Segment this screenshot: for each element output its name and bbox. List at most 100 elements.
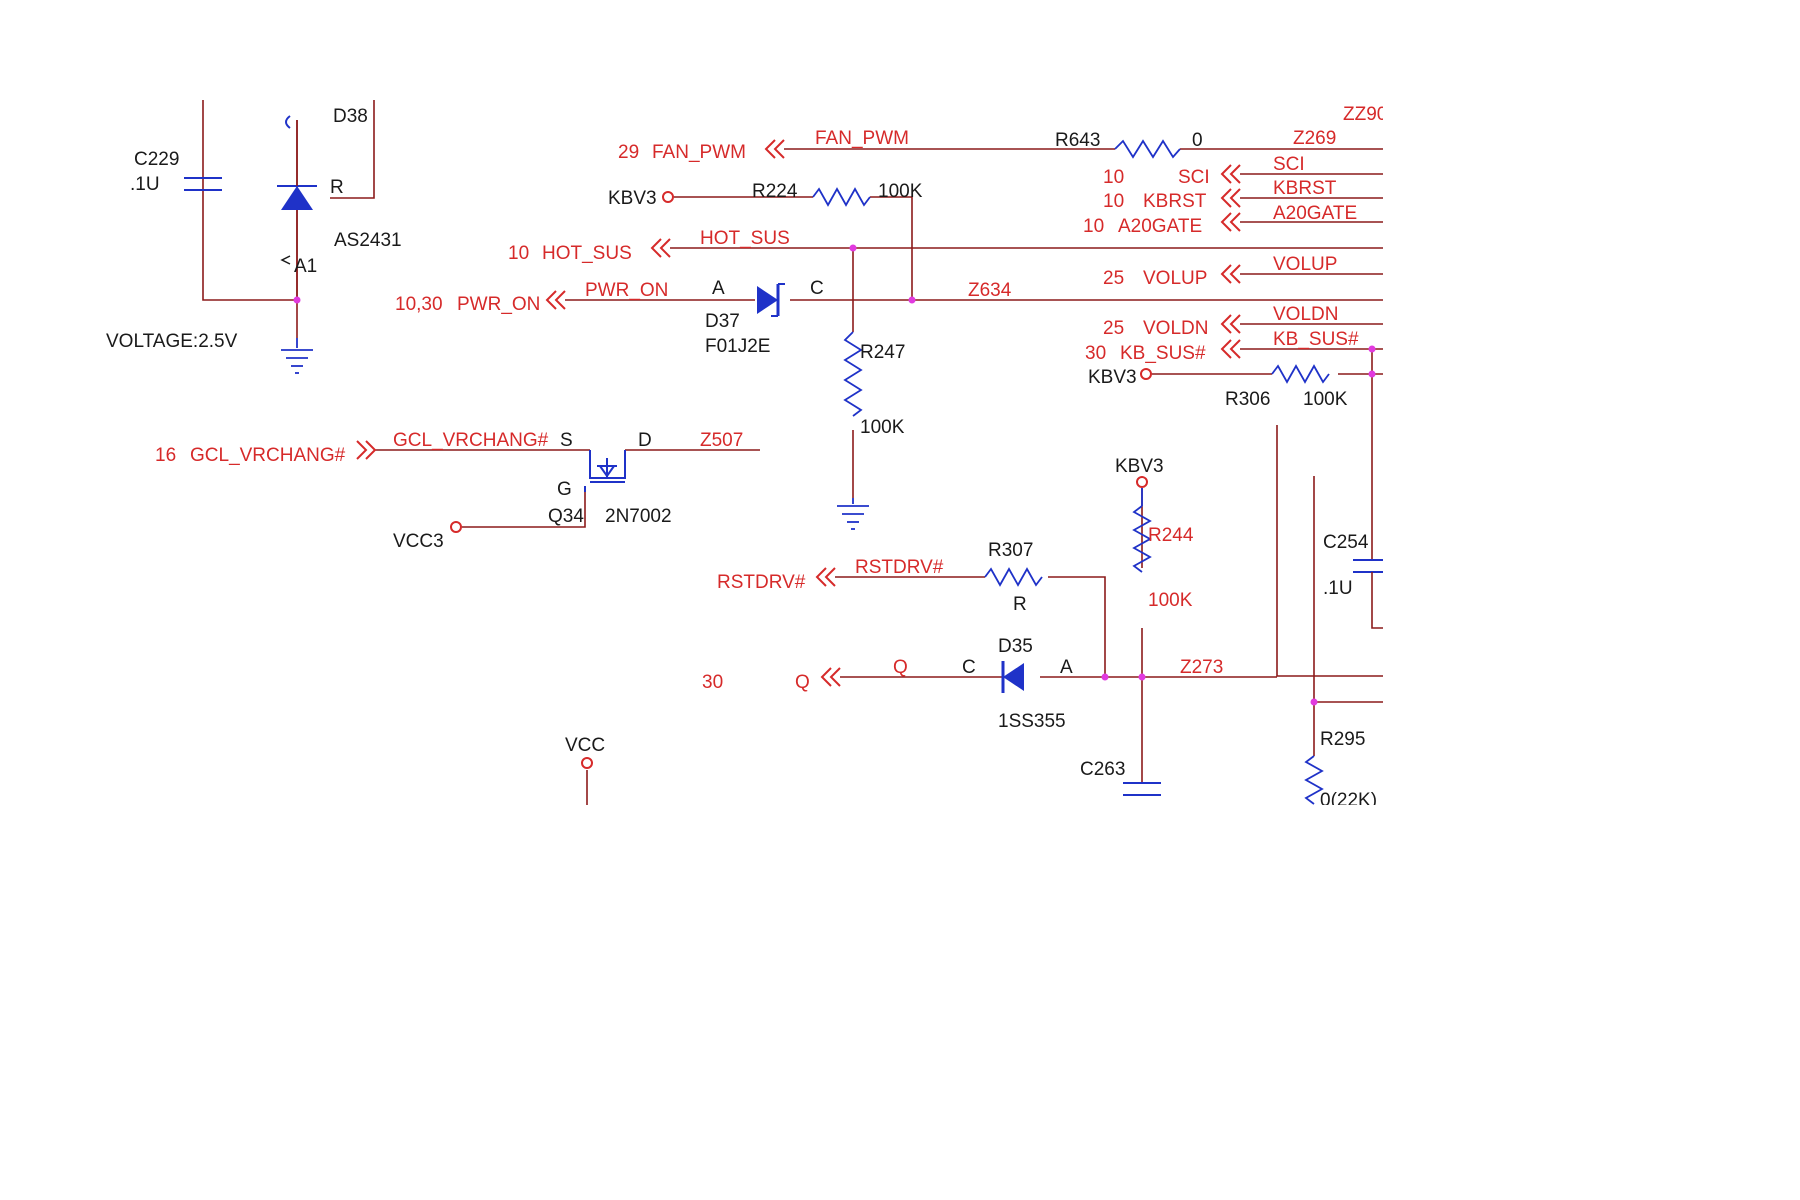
z507-label: Z507	[700, 430, 743, 451]
arrow-rstdrv	[815, 567, 836, 587]
r306-ref: R306	[1225, 389, 1270, 410]
kbv3-label-a: KBV3	[608, 188, 657, 209]
r247-ref: R247	[860, 342, 905, 363]
d35-part: 1SS355	[998, 711, 1066, 732]
r306-value: 100K	[1303, 389, 1348, 410]
r643-ref: R643	[1055, 130, 1100, 151]
power-ports	[450, 191, 1152, 769]
kbrst-wire-label: KBRST	[1273, 178, 1337, 199]
kbrst-sheet: 10	[1103, 191, 1124, 212]
c229-ref: C229	[134, 149, 179, 170]
r244-ref: R244	[1148, 525, 1194, 546]
c229-value: .1U	[130, 174, 160, 195]
gcl-port: GCL_VRCHANG#	[190, 445, 346, 466]
kbv3-port-a	[662, 191, 674, 203]
gcl-wire-label: GCL_VRCHANG#	[393, 430, 549, 451]
fan-pwm-wire-label: FAN_PWM	[815, 128, 909, 149]
rstdrv-wire-label: RSTDRV#	[855, 557, 944, 578]
arrow-hot-sus	[650, 238, 671, 258]
q-wire-label: Q	[893, 657, 908, 678]
sci-wire-label: SCI	[1273, 154, 1305, 175]
mosfet-q34	[584, 450, 626, 492]
r224-ref: R224	[752, 181, 798, 202]
resistor-r244	[1132, 505, 1152, 573]
arrow-pwr-on	[545, 290, 566, 310]
z273-label: Z273	[1180, 657, 1223, 678]
d38-part: AS2431	[334, 230, 402, 251]
diode-d37	[757, 283, 785, 317]
d37-part: F01J2E	[705, 336, 770, 357]
d38-pin-r: R	[330, 177, 344, 198]
fan-pwm-sheet: 29	[618, 142, 639, 163]
q34-pin-g: G	[557, 479, 572, 500]
pwr-on-port: PWR_ON	[457, 294, 540, 315]
pwr-on-sheet: 10,30	[395, 294, 443, 315]
resistor-r307	[984, 567, 1043, 587]
vcc-label: VCC	[565, 735, 605, 756]
arrow-q	[820, 667, 841, 687]
c263-ref: C263	[1080, 759, 1125, 780]
ground-symbols	[281, 338, 869, 530]
arrow-fan-pwm	[764, 139, 785, 159]
q34-part: 2N7002	[605, 506, 672, 527]
crop-mask-right	[1383, 90, 1800, 810]
volup-sheet: 25	[1103, 268, 1124, 289]
a20gate-port: A20GATE	[1118, 216, 1202, 237]
resistors	[812, 139, 1330, 805]
diode-d35	[1001, 661, 1024, 693]
voltage-note: VOLTAGE:2.5V	[106, 331, 238, 352]
kb-sus-wire-label: KB_SUS#	[1273, 329, 1359, 350]
capacitors	[184, 177, 1391, 796]
z634-label: Z634	[968, 280, 1012, 301]
q-port: Q	[795, 672, 810, 693]
q34-pin-d: D	[638, 430, 652, 451]
r307-ref: R307	[988, 540, 1033, 561]
q34-ref: Q34	[548, 506, 584, 527]
resistor-r643	[1114, 139, 1181, 159]
capacitor-c263	[1123, 782, 1161, 796]
r307-value: R	[1013, 594, 1027, 615]
a20gate-sheet: 10	[1083, 216, 1104, 237]
voldn-wire-label: VOLDN	[1273, 304, 1338, 325]
d37-ref: D37	[705, 311, 740, 332]
arrow-a20gate	[1220, 212, 1241, 232]
ground-symbol-r247	[837, 498, 869, 530]
q-sheet: 30	[702, 672, 723, 693]
c254-value: .1U	[1323, 578, 1353, 599]
kbrst-port: KBRST	[1143, 191, 1207, 212]
sci-port: SCI	[1178, 167, 1210, 188]
hot-sus-port: HOT_SUS	[542, 243, 632, 264]
voldn-sheet: 25	[1103, 318, 1124, 339]
r247-value: 100K	[860, 417, 905, 438]
volup-wire-label: VOLUP	[1273, 254, 1337, 275]
r244-value: 100K	[1148, 590, 1193, 611]
arrow-sci	[1220, 164, 1241, 184]
kbv3-port-b	[1140, 368, 1152, 380]
arrow-kbrst	[1220, 188, 1241, 208]
arrow-volup	[1220, 264, 1241, 284]
resistor-r247	[843, 331, 863, 417]
crop-mask	[0, 805, 1800, 1200]
gcl-sheet: 16	[155, 445, 176, 466]
voldn-port: VOLDN	[1143, 318, 1208, 339]
z269-label: Z269	[1293, 128, 1336, 149]
resistor-r295	[1304, 755, 1324, 805]
kb-sus-sheet: 30	[1085, 343, 1106, 364]
d38-pin-a: A1	[294, 256, 317, 277]
r224-value: 100K	[878, 181, 923, 202]
d37-pin-c: C	[810, 278, 824, 299]
diode-d38	[277, 115, 317, 300]
q34-pin-s: S	[560, 430, 573, 451]
d38-ref: D38	[333, 106, 368, 127]
zz90-label: ZZ90	[1343, 104, 1387, 125]
a20gate-wire-label: A20GATE	[1273, 203, 1357, 224]
r643-value: 0	[1192, 130, 1203, 151]
kbv3-label-c: KBV3	[1115, 456, 1164, 477]
pwr-on-wire-label: PWR_ON	[585, 280, 668, 301]
junction-dots	[293, 244, 1376, 706]
arrow-gcl	[356, 440, 377, 460]
d37-pin-a: A	[712, 278, 725, 299]
ground-symbol-left	[281, 338, 313, 374]
resistor-r306	[1271, 364, 1330, 384]
